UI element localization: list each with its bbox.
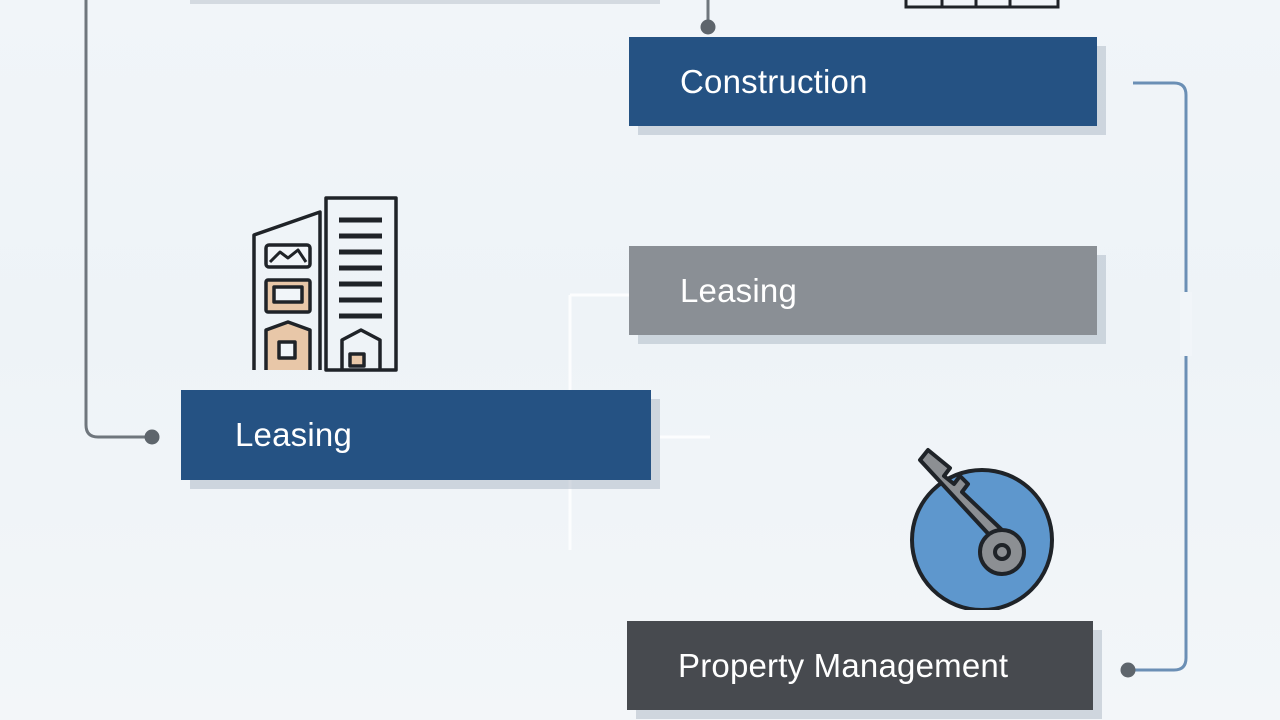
key-icon [910,448,1054,610]
connector-dot-leasing [144,429,160,445]
stage-property-management-label: Property Management [678,646,1009,684]
stage-construction: Construction [629,37,1097,126]
connector-left-to-leasing [84,0,152,439]
building-icon [252,196,398,372]
connector-right-bracket [1128,81,1188,672]
stage-leasing-gray: Leasing [629,246,1097,335]
top-edge-shape [190,0,660,4]
stage-property-management: Property Management [627,621,1093,710]
stage-leasing-gray-label: Leasing [680,271,797,309]
stage-construction-label: Construction [680,62,868,100]
stage-leasing-blue-label: Leasing [235,416,352,453]
connector-dot-property [1120,662,1136,678]
stage-leasing-blue: Leasing [181,390,651,480]
building-top-icon [904,0,1060,9]
connector-dot-construction [700,19,716,35]
